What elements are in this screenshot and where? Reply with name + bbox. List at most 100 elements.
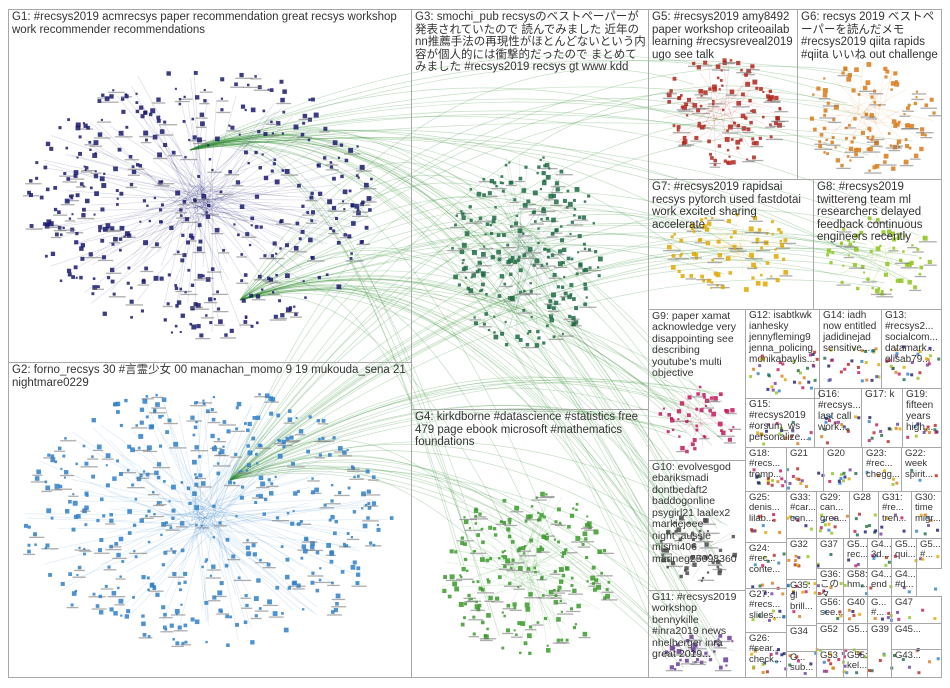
node-label-mark xyxy=(537,597,555,599)
group-g1[interactable]: G1: #recsys2019 acmrecsys paper recommen… xyxy=(8,9,412,363)
group-g15[interactable]: G15: #recsys2019 #orsum_ws personalize..… xyxy=(745,398,815,448)
group-g18[interactable]: G18: #recs... tromp... xyxy=(745,447,787,492)
group-g9[interactable]: G9: paper xamat acknowledge very disappo… xyxy=(648,309,746,461)
node-label-mark xyxy=(514,180,525,183)
group-g20[interactable]: G20 xyxy=(823,447,863,492)
cluster-edge xyxy=(207,459,228,512)
group-g33[interactable]: G33: #car... cen... xyxy=(786,491,817,539)
group-g5-e[interactable]: G... sub... xyxy=(786,651,817,678)
group-g30[interactable]: G30: time migr... xyxy=(911,491,942,539)
group-g22[interactable]: G22: week spirit... xyxy=(901,447,942,492)
group-g43[interactable]: G43... xyxy=(891,649,942,678)
group-g25[interactable]: G25: denis... lilab... xyxy=(745,491,787,543)
group-g47[interactable]: G47 xyxy=(891,596,942,624)
graph-node xyxy=(543,616,548,621)
graph-node xyxy=(873,89,877,93)
cluster-edge xyxy=(141,398,192,526)
graph-node xyxy=(186,240,191,245)
graph-node xyxy=(334,519,338,524)
group-g35[interactable]: G35: gl brill... xyxy=(786,579,817,626)
group-g23[interactable]: G23: #rec... chegg... xyxy=(862,447,902,492)
group-g53[interactable]: G53 xyxy=(816,649,844,678)
group-g36[interactable]: G36: この タ... xyxy=(816,568,844,597)
graph-node xyxy=(710,281,714,284)
group-g32[interactable]: G32 xyxy=(786,538,817,580)
group-g4-b[interactable]: G4... end xyxy=(867,568,892,597)
graph-node xyxy=(142,398,148,404)
group-g34[interactable]: G34 xyxy=(786,625,817,652)
group-g58[interactable]: G58: hm... xyxy=(843,568,868,597)
group-g4-c[interactable]: G4... #d... xyxy=(891,568,917,597)
graph-node xyxy=(97,99,102,103)
group-g5-a[interactable]: G5... rec... xyxy=(843,538,868,569)
bridge-edge xyxy=(229,228,481,481)
graph-node xyxy=(156,115,161,120)
graph-node xyxy=(779,230,783,235)
group-g29[interactable]: G29: can... grea... xyxy=(816,491,850,539)
group-g16[interactable]: G16: #recsys... last call work... xyxy=(814,388,862,448)
group-g39[interactable]: G39 xyxy=(867,623,892,678)
group-g14[interactable]: G14: iadh now entitled jadidinejad sensi… xyxy=(819,309,882,389)
graph-node xyxy=(345,544,349,548)
group-g5-c[interactable]: G5... #... xyxy=(916,538,942,569)
node-label-mark xyxy=(550,597,562,599)
graph-node xyxy=(713,650,716,653)
node-label-mark xyxy=(506,569,523,572)
graph-node xyxy=(190,415,195,420)
group-g21[interactable]: G21 xyxy=(786,447,824,492)
cluster-edge xyxy=(197,508,288,527)
graph-node xyxy=(581,215,587,220)
group-g5-b[interactable]: G5... qui... xyxy=(891,538,917,569)
node-label-mark xyxy=(189,201,202,204)
group-g45[interactable]: G45... xyxy=(891,623,942,650)
group-g6[interactable]: G6: recsys 2019 ベストペーパーを読んだメモ #recsys201… xyxy=(797,9,942,180)
group-g5-d[interactable]: G5... xyxy=(843,623,868,650)
graph-node xyxy=(248,243,252,247)
graph-node xyxy=(216,462,220,465)
group-g8[interactable]: G8: #recsys2019 twittereng team ml resea… xyxy=(813,179,942,310)
group-g11[interactable]: G11: #recsys2019 workshop bennykille #in… xyxy=(648,590,746,678)
graph-node xyxy=(366,196,372,201)
group-g27[interactable]: G27: #recs... slides... xyxy=(745,588,787,633)
group-g28[interactable]: G28 xyxy=(849,491,879,539)
group-g19[interactable]: G19: fifteen years high... xyxy=(902,388,942,448)
graph-node xyxy=(561,247,567,253)
cluster-edge xyxy=(196,412,262,521)
group-g12[interactable]: G12: isabtkwk ianhesky jennyfleming9 jen… xyxy=(745,309,820,399)
group-g24[interactable]: G24: #rec... conte... xyxy=(745,542,787,589)
group-g26[interactable]: G26: #sear... check... xyxy=(745,632,787,678)
graph-node xyxy=(279,79,284,84)
cluster-edge xyxy=(142,106,214,187)
group-g4-d[interactable]: G... #... xyxy=(867,596,892,624)
graph-node xyxy=(517,566,523,571)
node-label-mark xyxy=(769,125,785,127)
node-label-mark xyxy=(713,647,727,649)
group-g31[interactable]: G31: #re... tren... xyxy=(878,491,912,539)
graph-node xyxy=(551,217,556,223)
graph-node xyxy=(554,594,558,597)
graph-node xyxy=(868,416,872,420)
group-g17[interactable]: G17: k xyxy=(861,388,903,448)
group-g4-a[interactable]: G4... 3d... xyxy=(867,538,892,569)
graph-node xyxy=(75,193,80,198)
group-g13[interactable]: G13: #recsys2... socialcom... datamark..… xyxy=(881,309,942,389)
group-g55[interactable]: G55: kel... xyxy=(843,649,868,678)
group-g4[interactable]: G4: kirkdborne #datascience #statistics … xyxy=(411,409,649,678)
graph-node xyxy=(76,156,79,159)
node-label-mark xyxy=(191,308,210,310)
group-g10[interactable]: G10: evolvesgod ebariksmadi dontbedaft2 … xyxy=(648,460,746,591)
bridge-edge xyxy=(189,126,558,283)
group-g5[interactable]: G5: #recsys2019 amy8492 paper workshop c… xyxy=(648,9,798,180)
graph-node xyxy=(839,614,843,618)
group-g40[interactable]: G40 xyxy=(843,596,868,624)
node-label-mark xyxy=(888,250,899,252)
group-g2[interactable]: G2: forno_recsys 30 #言霊少女 00 manachan_mo… xyxy=(8,362,412,678)
group-g37[interactable]: G37 xyxy=(816,538,844,569)
group-g56[interactable]: G56: see... xyxy=(816,596,844,624)
graph-node xyxy=(548,299,553,303)
group-g52[interactable]: G52 xyxy=(816,623,844,650)
group-g7[interactable]: G7: #recsys2019 rapidsai recsys pytorch … xyxy=(648,179,814,310)
graph-node xyxy=(843,425,847,429)
graph-node xyxy=(361,491,366,497)
group-g3[interactable]: G3: smochi_pub recsysのベストペーパーが発表されていたので … xyxy=(411,9,649,410)
